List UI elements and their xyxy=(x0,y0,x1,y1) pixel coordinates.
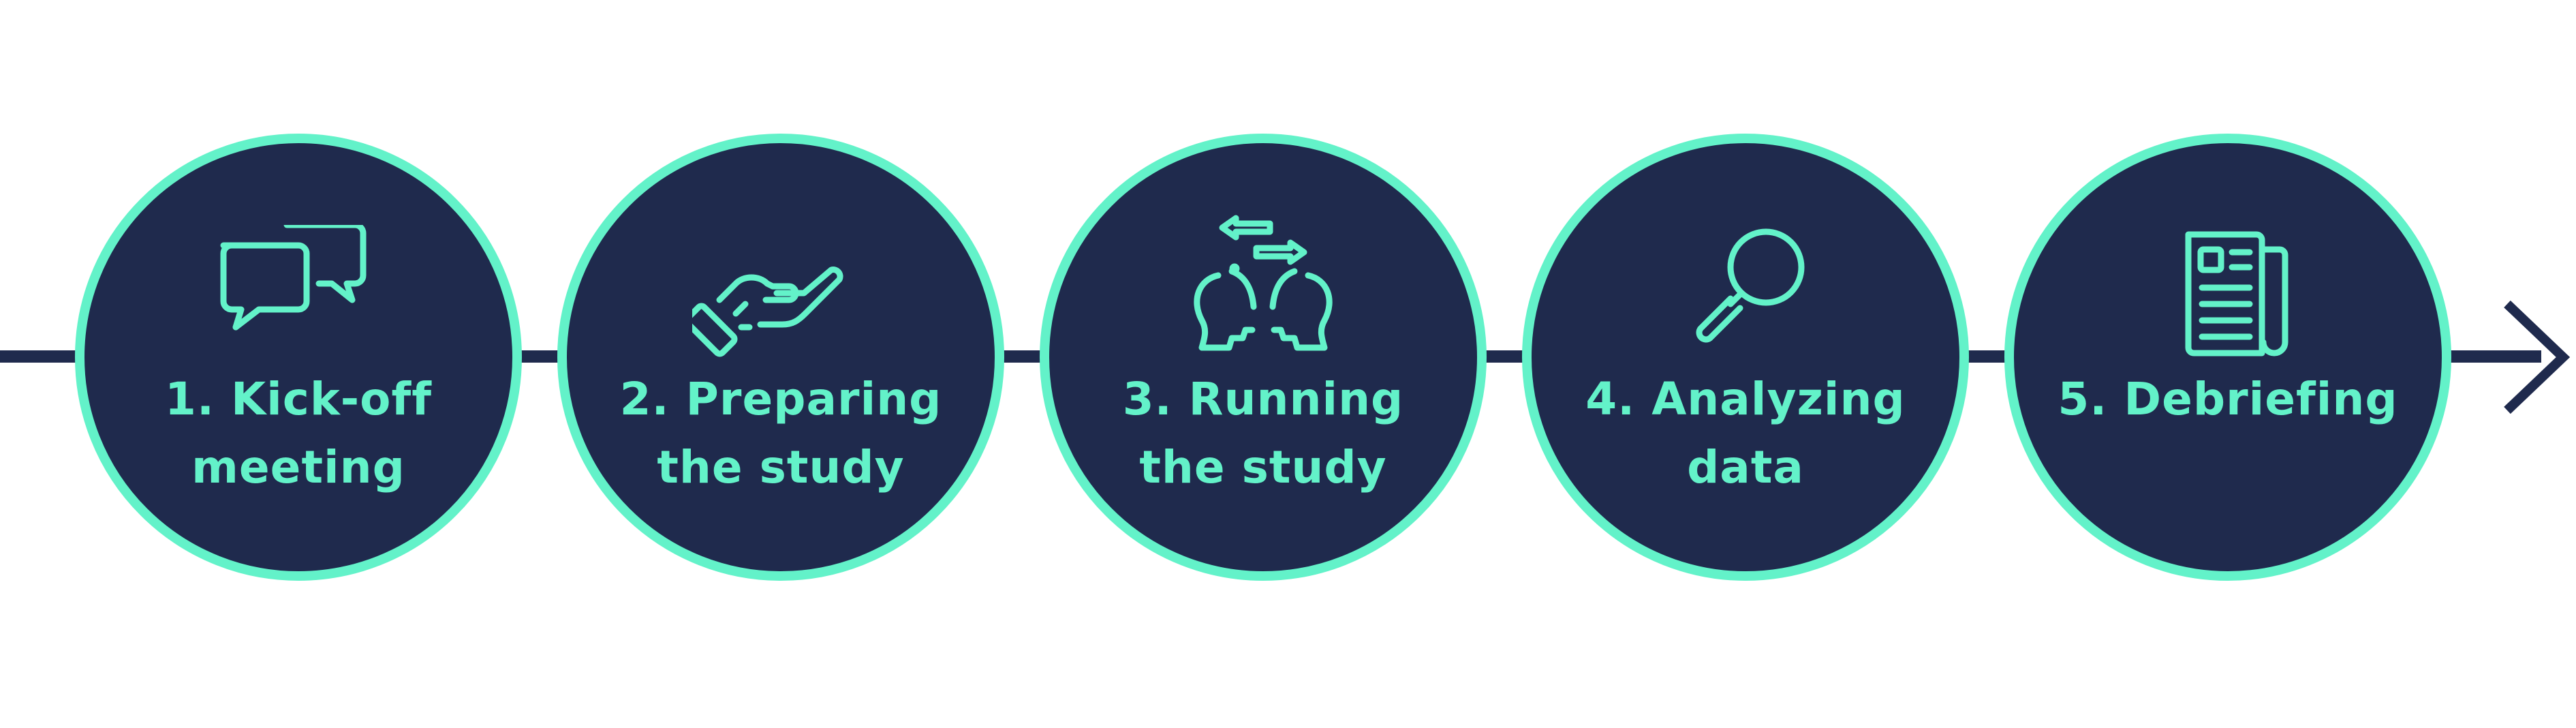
step-label: 5. Debriefing xyxy=(2041,365,2415,434)
step-label: 3. Running the study xyxy=(1076,365,1450,502)
arrow-head-icon xyxy=(2504,300,2571,414)
step-label-line: 3. Running xyxy=(1122,373,1404,425)
hand-checkmark-icon xyxy=(692,267,843,357)
newspaper-icon xyxy=(2185,231,2288,357)
step-label-line: the study xyxy=(1139,441,1387,494)
two-heads-exchange-icon xyxy=(1194,215,1333,351)
step-label-line: 1. Kick-off xyxy=(165,373,432,425)
step-label-line: 2. Preparing xyxy=(619,373,942,425)
step-label: 1. Kick-off meeting xyxy=(112,365,485,502)
step-label-line: the study xyxy=(657,441,905,494)
step-analyzing-data: 4. Analyzing data xyxy=(1522,134,1969,581)
magnifier-icon xyxy=(1696,228,1805,343)
step-label-line: data xyxy=(1687,441,1804,494)
step-label: 2. Preparing the study xyxy=(594,365,967,502)
step-kickoff-meeting: 1. Kick-off meeting xyxy=(75,134,522,581)
step-label-line: 4. Analyzing xyxy=(1585,373,1906,425)
step-debriefing: 5. Debriefing xyxy=(2004,134,2451,581)
step-running-the-study: 3. Running the study xyxy=(1040,134,1487,581)
chat-bubbles-icon xyxy=(220,225,367,331)
step-preparing-the-study: 2. Preparing the study xyxy=(557,134,1004,581)
step-label-line: 5. Debriefing xyxy=(2058,373,2398,425)
step-label: 4. Analyzing data xyxy=(1559,365,1932,502)
step-label-line: meeting xyxy=(191,441,405,494)
